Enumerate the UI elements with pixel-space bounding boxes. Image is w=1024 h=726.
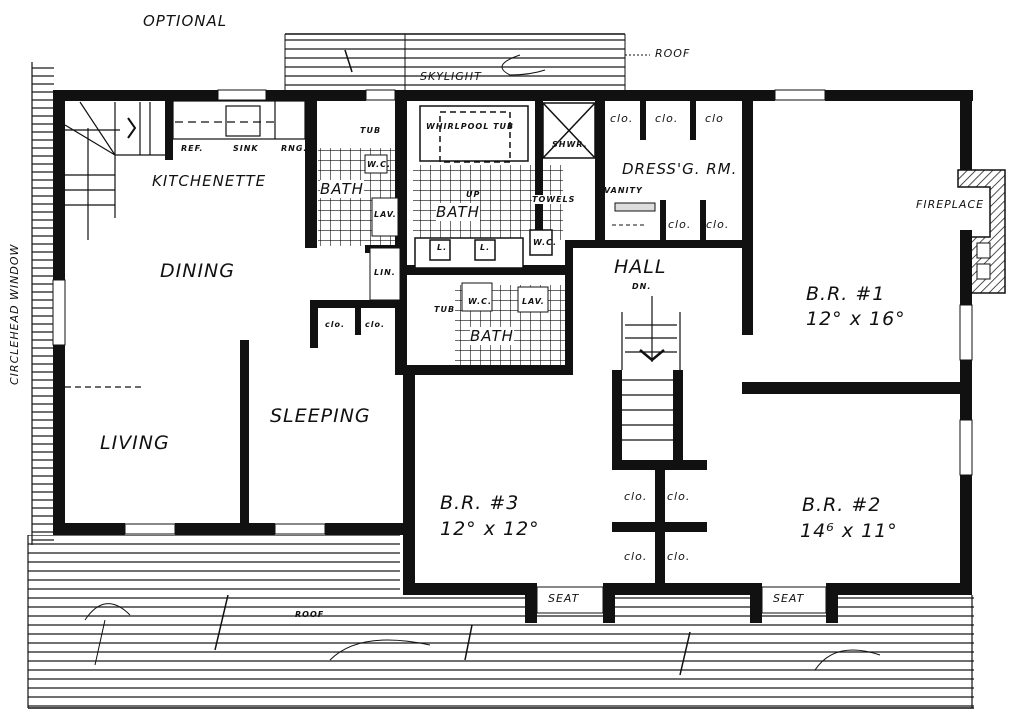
range-label: RNG. [281,144,308,153]
sleeping-closet-1: clo. [325,320,346,329]
ref-label: REF. [181,144,204,153]
hall-bath-fixtures [461,282,549,313]
linen-label: LIN. [374,268,396,277]
master-bath-label: BATH [436,203,480,221]
master-bath-fixtures [414,102,596,269]
fireplace [957,169,1006,294]
small-bath-lav-label: LAV. [374,210,397,219]
whirlpool-tub-label: WHIRLPOOL TUB [426,122,515,131]
windows [52,89,973,535]
br3-size: 12° x 12° [440,518,540,540]
sink-label: SINK [233,144,259,153]
master-bath-up-label: UP [466,190,481,199]
br1-label: B.R. #1 [806,283,886,305]
stairs-down-hall [621,296,681,441]
dressing-closet-5: clo. [706,218,730,231]
master-lav-2: L. [480,243,491,252]
roof-label-top: ROOF [655,47,691,60]
hall-closet-3: clo. [624,550,648,563]
seat-label-2: SEAT [773,592,805,605]
hall-bath-tub-label: TUB [434,305,456,314]
interior-walls [165,100,967,588]
hall-closet-1: clo. [624,490,648,503]
br2-label: B.R. #2 [802,494,882,516]
roof-label-bottom: ROOF [295,610,325,619]
skylight-label: SKYLIGHT [420,70,482,83]
kitchenette-label: KITCHENETTE [152,172,267,190]
exterior-walls [53,90,973,623]
dressing-room-label: DRESS'G. RM. [622,160,738,178]
kitchenette-counter [172,100,306,140]
hall-label: HALL [614,256,667,278]
shower-label: SHWR. [552,140,588,149]
hall-closet-2: clo. [667,490,691,503]
towels-label: TOWELS [532,195,576,204]
roof-left [31,62,54,545]
vanity [612,202,656,226]
circlehead-window-label: CIRCLEHEAD WINDOW [8,243,21,385]
hall-bath-label: BATH [470,327,514,345]
dressing-closet-1: clo. [610,112,634,125]
master-wc-label: W.C. [533,238,558,247]
seat-label-1: SEAT [548,592,580,605]
hall-closet-4: clo. [667,550,691,563]
master-lav-1: L. [437,243,448,252]
hall-bath-lav-label: LAV. [522,297,545,306]
stairs-down-label: DN. [632,282,652,291]
vanity-label: VANITY [604,186,643,195]
sleeping-closet-2: clo. [365,320,386,329]
dressing-closet-2: clo. [655,112,679,125]
roof-top [284,33,650,90]
living-label: LIVING [100,432,170,454]
stairs-up-left [64,101,165,240]
sleeping-label: SLEEPING [270,405,371,427]
fireplace-label: FIREPLACE [916,198,985,211]
dressing-closet-3: clo [705,112,724,125]
br3-label: B.R. #3 [440,492,520,514]
br2-size: 14⁶ x 11° [800,520,898,542]
hall-bath-wc-label: W.C. [468,297,493,306]
dining-label: DINING [160,260,235,282]
seats [536,586,827,614]
small-bath-fixtures [364,154,401,301]
optional-label: OPTIONAL [143,12,228,30]
dressing-closet-4: clo. [668,218,692,231]
small-bath-label: BATH [320,180,364,198]
small-bath-tub-label: TUB [360,126,382,135]
small-bath-wc-label: W.C. [367,160,392,169]
br1-size: 12° x 16° [806,308,906,330]
